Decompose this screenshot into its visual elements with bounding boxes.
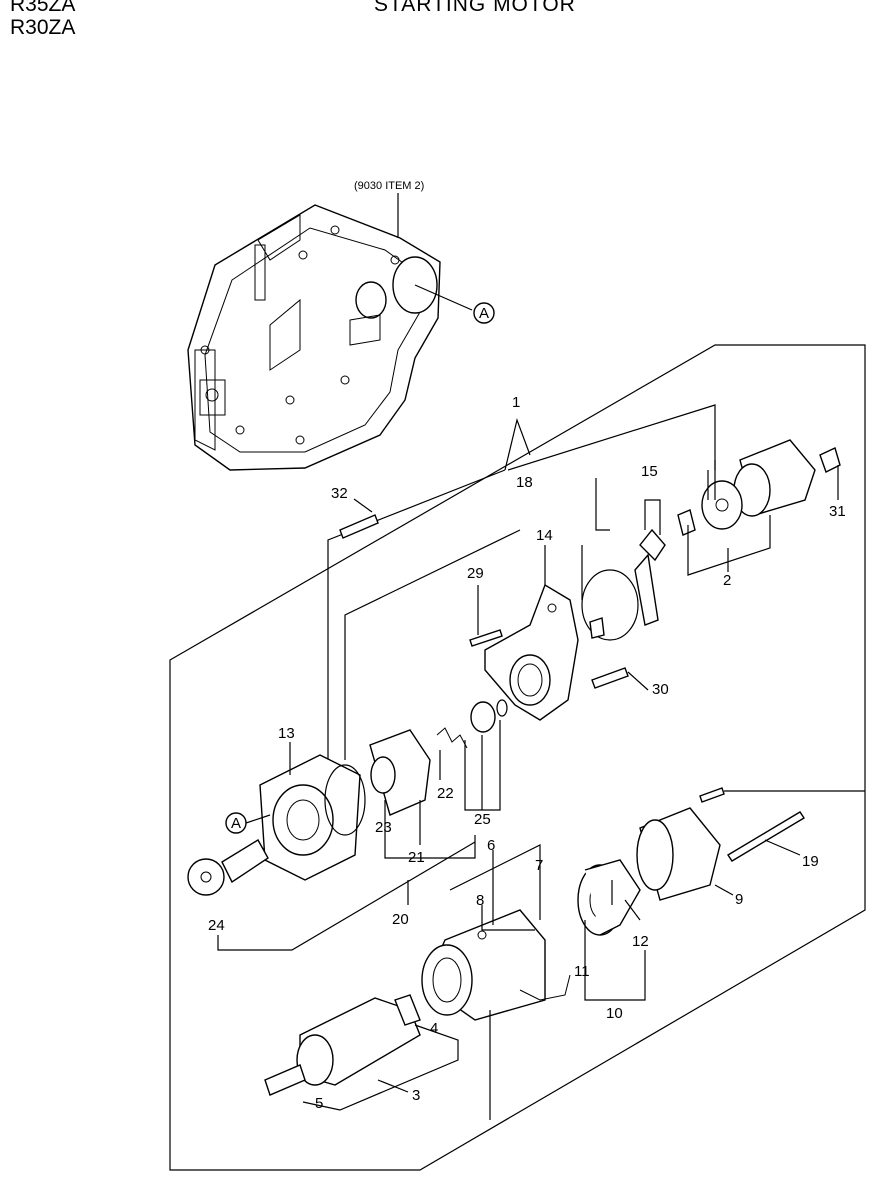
callout-15: 15 <box>641 463 658 480</box>
callout-7: 7 <box>535 857 543 874</box>
bolt-29 <box>469 629 503 647</box>
callout-12: 12 <box>632 933 649 950</box>
bolt-32 <box>339 514 379 539</box>
ref-marker-circle-top <box>473 302 495 324</box>
packing-ring <box>581 569 639 641</box>
callout-9: 9 <box>735 891 743 908</box>
callout-20: 20 <box>392 911 409 928</box>
callout-11: 11 <box>574 963 590 980</box>
callout-24: 24 <box>208 917 225 934</box>
assembly-frame <box>169 344 866 1171</box>
callout-22: 22 <box>437 785 454 802</box>
callout-6: 6 <box>487 837 495 854</box>
callout-13: 13 <box>278 725 295 742</box>
overrunning-clutch <box>369 729 431 816</box>
callout-19: 19 <box>802 853 819 870</box>
model-label-r30za: R30ZA <box>10 16 76 39</box>
callout-23: 23 <box>375 819 392 836</box>
callout-18: 18 <box>516 474 533 491</box>
page-title: STARTING MOTOR <box>374 0 576 16</box>
magnetic-switch <box>677 439 841 536</box>
ref-marker-bottom: A <box>231 815 241 832</box>
screw <box>699 787 725 803</box>
callout-14: 14 <box>536 527 553 544</box>
callout-21: 21 <box>408 849 425 866</box>
callout-5: 5 <box>315 1095 323 1112</box>
through-bolt <box>727 811 805 862</box>
callout-25: 25 <box>474 811 491 828</box>
callout-1: 1 <box>512 394 520 411</box>
callout-4: 4 <box>430 1020 438 1037</box>
callout-30: 30 <box>652 681 669 698</box>
callout-10: 10 <box>606 1005 623 1022</box>
model-label-r35za: R35ZA <box>10 0 76 16</box>
callout-29: 29 <box>467 565 484 582</box>
callout-31: 31 <box>829 503 846 520</box>
armature <box>264 994 421 1096</box>
bolt-30 <box>591 667 629 689</box>
gear-case <box>484 583 579 721</box>
yoke <box>421 909 571 1021</box>
pinion-gear <box>187 839 269 896</box>
callout-32: 32 <box>331 485 348 502</box>
callout-3: 3 <box>412 1087 420 1104</box>
housing <box>259 754 361 881</box>
stop-ring <box>470 701 496 733</box>
ref-marker-top: A <box>479 305 489 322</box>
callout-2: 2 <box>723 572 731 589</box>
brush-holder <box>577 859 641 936</box>
spring <box>436 727 468 749</box>
reference-label: (9030 ITEM 2) <box>354 180 424 192</box>
flywheel-housing <box>187 204 441 471</box>
rear-bracket <box>636 807 721 901</box>
callout-8: 8 <box>476 892 484 909</box>
shift-lever <box>634 528 666 626</box>
